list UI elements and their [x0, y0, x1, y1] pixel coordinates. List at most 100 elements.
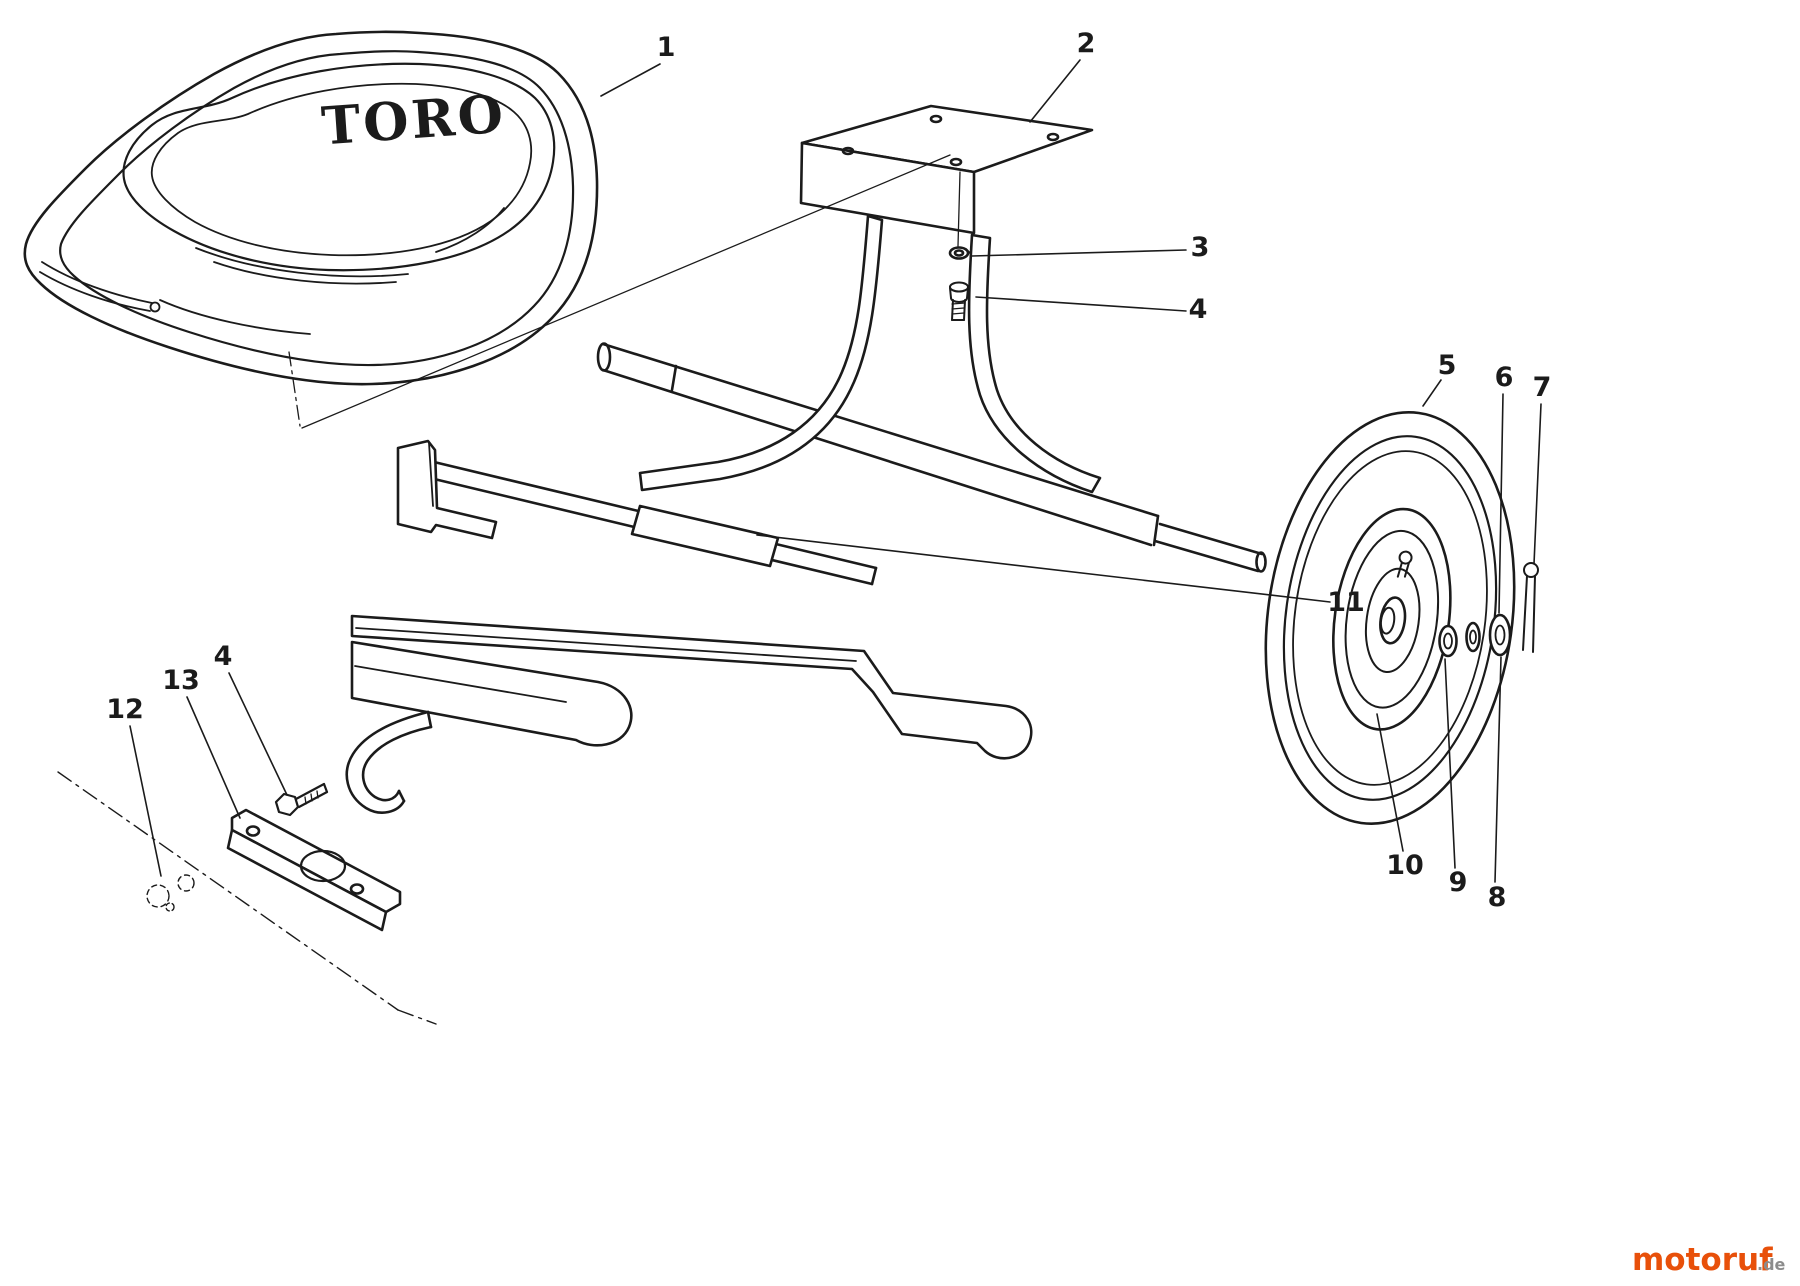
hitch-pin-end	[397, 789, 406, 803]
part-label-4: 4	[1189, 294, 1208, 325]
leader-line-4	[975, 296, 1187, 312]
hitch-pin-inner	[361, 725, 433, 802]
hidden-hole-circle	[177, 874, 195, 892]
bolt-shank	[294, 782, 326, 801]
leader-line-3	[971, 249, 1187, 257]
cushion-wrinkle	[213, 261, 397, 285]
leader-line-6	[1498, 393, 1504, 614]
axle-bottom-edge	[601, 368, 1153, 547]
bolt-shank	[297, 790, 329, 809]
lower-bracket-assembly	[226, 782, 402, 932]
axle-tube	[596, 342, 1267, 573]
channel-beam	[350, 614, 1033, 760]
leader-line-9	[1444, 658, 1456, 869]
plate-to-screw-line	[957, 171, 961, 247]
lock-washer	[948, 246, 970, 260]
leader-line-4b	[228, 672, 288, 796]
part-label-10: 10	[1386, 850, 1424, 881]
axle-end-cap	[596, 342, 612, 372]
rim-inner	[1344, 529, 1440, 709]
stub-shaft-bottom	[1153, 539, 1260, 573]
plate-hole	[949, 157, 963, 167]
leader-line-11	[756, 534, 1331, 603]
part-label-6: 6	[1495, 362, 1514, 393]
cotter-pin-leg	[1532, 575, 1536, 653]
axle-joint-tick	[670, 364, 678, 392]
seat-outer-shell	[23, 30, 599, 386]
cotter-pin-loop	[1523, 562, 1539, 578]
thread-line	[951, 307, 965, 310]
axle-top-edge	[601, 342, 1160, 518]
mower-deck-phantom-line	[57, 771, 399, 1011]
leader-line-12	[129, 725, 162, 877]
stub-shaft-end	[1255, 551, 1267, 573]
thread-line	[951, 302, 966, 305]
wheel	[1264, 411, 1516, 825]
watermark: motoruf .de	[1632, 1242, 1786, 1278]
hub-bolt-head	[1398, 550, 1413, 565]
hex-bolt	[274, 782, 329, 817]
thread-line	[304, 796, 307, 805]
hitch-pin-outer	[345, 710, 430, 814]
leader-lines	[129, 59, 1542, 883]
plate-hardware	[948, 246, 972, 321]
part-label-3: 3	[1191, 232, 1210, 263]
alignment-lines	[288, 154, 961, 429]
screw-shank	[951, 299, 954, 321]
screw-head-bottom	[950, 297, 968, 303]
watermark-brand-text: motoruf	[1632, 1242, 1773, 1278]
part-label-1: 1	[657, 32, 676, 63]
toro-logo-text: TORO	[320, 84, 508, 158]
strap-mid-plate	[630, 504, 780, 568]
screw	[949, 281, 969, 321]
seat-post-left-tube	[638, 214, 884, 492]
channel-front-apron	[350, 640, 633, 747]
lock-washer-bore	[953, 249, 965, 257]
washer-small	[1465, 621, 1481, 653]
seat-post-assembly	[638, 104, 1102, 494]
thread-line	[310, 793, 313, 802]
plate-hole	[1046, 132, 1060, 142]
washer-small-bore	[1469, 629, 1477, 645]
apron-fold-line	[354, 665, 567, 703]
seat-lip-line	[39, 271, 151, 312]
wheel-assembly	[1264, 411, 1539, 825]
pan-crease	[159, 299, 311, 335]
leader-line-13	[186, 696, 241, 819]
bolt-tip	[322, 782, 329, 794]
seat-to-plate-line	[301, 154, 951, 429]
strap-hole	[349, 883, 365, 895]
stub-shaft-top	[1158, 522, 1264, 556]
part-label-13: 13	[162, 665, 200, 696]
leader-line-5	[1422, 379, 1442, 407]
part-label-5: 5	[1438, 350, 1457, 381]
lower-channel	[345, 614, 1033, 814]
seat-cushion-seam	[150, 82, 533, 257]
line-art: TORO	[23, 30, 1539, 932]
part-labels: 1 2 3 4 5 6 7 8 9 10 11 12 13 4	[106, 28, 1551, 913]
seat-lip-line	[41, 261, 153, 304]
strap-hole	[245, 825, 261, 837]
phantom-lines	[57, 771, 437, 1025]
leader-line-10	[1376, 713, 1404, 852]
part-label-2: 2	[1077, 28, 1096, 59]
bracket-strap-flange	[226, 828, 388, 932]
hidden-hole-circle	[165, 902, 175, 912]
seat: TORO	[23, 30, 599, 386]
part-label-4b: 4	[214, 641, 233, 672]
tire-tread-line	[1292, 450, 1488, 786]
axle-nut-bore	[1443, 632, 1453, 650]
part-label-11: 11	[1327, 587, 1365, 618]
axle-nut	[1438, 624, 1458, 658]
hub-bolt-shank	[1403, 562, 1410, 578]
leader-line-7	[1533, 403, 1542, 565]
channel-fold-line	[355, 627, 857, 662]
mount-plate-front-flange	[799, 141, 976, 235]
thread-line	[316, 790, 319, 799]
pivot-loop	[299, 849, 347, 883]
cushion-wrinkle	[435, 207, 505, 253]
left-bent-bracket	[396, 439, 498, 540]
seat-detail-lines	[39, 207, 505, 335]
cotter-pin-leg	[1522, 575, 1528, 651]
